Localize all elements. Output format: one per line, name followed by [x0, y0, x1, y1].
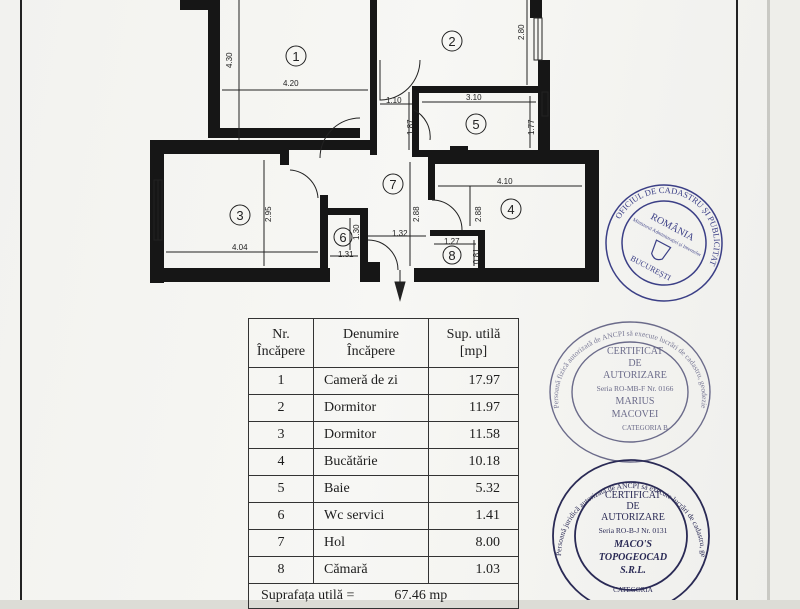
- room-number-3: 3: [236, 208, 243, 223]
- openings: [153, 0, 582, 302]
- coat-of-arms-icon: [651, 239, 672, 261]
- stamp1-name2: MACOVEI: [612, 409, 659, 420]
- dim-1.30: 1.30: [352, 224, 361, 240]
- dim-2.95: 2.95: [264, 206, 273, 222]
- dim-2.88-right: 2.88: [474, 206, 483, 222]
- dim-1.77: 1.77: [527, 119, 536, 135]
- dim-4.20: 4.20: [283, 79, 299, 88]
- stamp2-company1: MACO'S: [613, 539, 652, 550]
- stamp1-name1: MARIUS: [616, 396, 655, 407]
- room-number-5: 5: [472, 117, 479, 132]
- cadastre-office-stamp: OFICIUL DE CADASTRU ȘI PUBLICITATE IMOBI…: [602, 178, 730, 302]
- dim-1.87: 1.87: [406, 119, 415, 135]
- total-value: 67.46 mp: [394, 588, 448, 603]
- dim-1.10: 1.10: [386, 96, 402, 105]
- stamp1-category: CATEGORIA B: [622, 424, 668, 432]
- dim-1.32: 1.32: [392, 229, 408, 238]
- stamp2-company2: TOPOGEOCAD: [599, 552, 667, 563]
- room-number-1: 1: [292, 49, 299, 64]
- dim-2.88-left: 2.88: [412, 206, 421, 222]
- header-area: Sup. utilă[mp]: [428, 318, 519, 368]
- room-number-6: 6: [339, 230, 346, 245]
- dim-1.31: 1.31: [338, 250, 354, 259]
- authorization-stamp-2: Persoană juridică autorizată de ANCPI să…: [547, 452, 710, 600]
- stamp2-line3: AUTORIZARE: [601, 512, 665, 523]
- background-wall: [770, 0, 800, 600]
- sheet-edge: [767, 0, 770, 600]
- authorization-stamp-1: Persoană fizică autorizată de ANCPI să e…: [545, 318, 711, 463]
- dim-2.80: 2.80: [517, 24, 526, 40]
- frame-line-right: [736, 0, 738, 600]
- total-row: Suprafața utilă = 67.46 mp: [248, 583, 519, 609]
- walls: [150, 0, 599, 283]
- cadastre-stamp-city: BUCUREȘTI: [629, 254, 673, 283]
- stamp1-serial: Seria RO-MB-F Nr. 0166: [597, 384, 674, 393]
- dim-4.30: 4.30: [225, 52, 234, 68]
- dim-4.10: 4.10: [497, 177, 513, 186]
- dim-0.81: 0.81: [472, 248, 481, 264]
- room-number-4: 4: [507, 202, 514, 217]
- stamp2-category: CATEGORIA: [613, 586, 653, 594]
- stamp2-company3: S.R.L.: [620, 565, 646, 576]
- floor-plan: 1 2 3 4 5 6 7 8 4.30 4.20 2.80 1.10 3.10…: [150, 0, 599, 302]
- dim-1.27: 1.27: [444, 237, 460, 246]
- stamp2-serial: Seria RO-B-J Nr. 0131: [599, 526, 668, 535]
- stamp1-line2: DE: [628, 358, 641, 369]
- stamp2-line2: DE: [626, 501, 639, 512]
- stamp1-line3: AUTORIZARE: [603, 370, 667, 381]
- frame-line-left: [20, 0, 22, 600]
- room-number-7: 7: [389, 177, 396, 192]
- dim-4.04: 4.04: [232, 243, 248, 252]
- room-number-8: 8: [448, 248, 455, 263]
- dim-3.10: 3.10: [466, 93, 482, 102]
- stamp1-line1: CERTIFICAT: [607, 346, 663, 357]
- stamp2-line1: CERTIFICAT: [605, 490, 661, 501]
- total-label: Suprafața utilă =: [261, 588, 355, 603]
- header-nr: Nr.Încăpere: [248, 318, 314, 368]
- room-number-2: 2: [448, 34, 455, 49]
